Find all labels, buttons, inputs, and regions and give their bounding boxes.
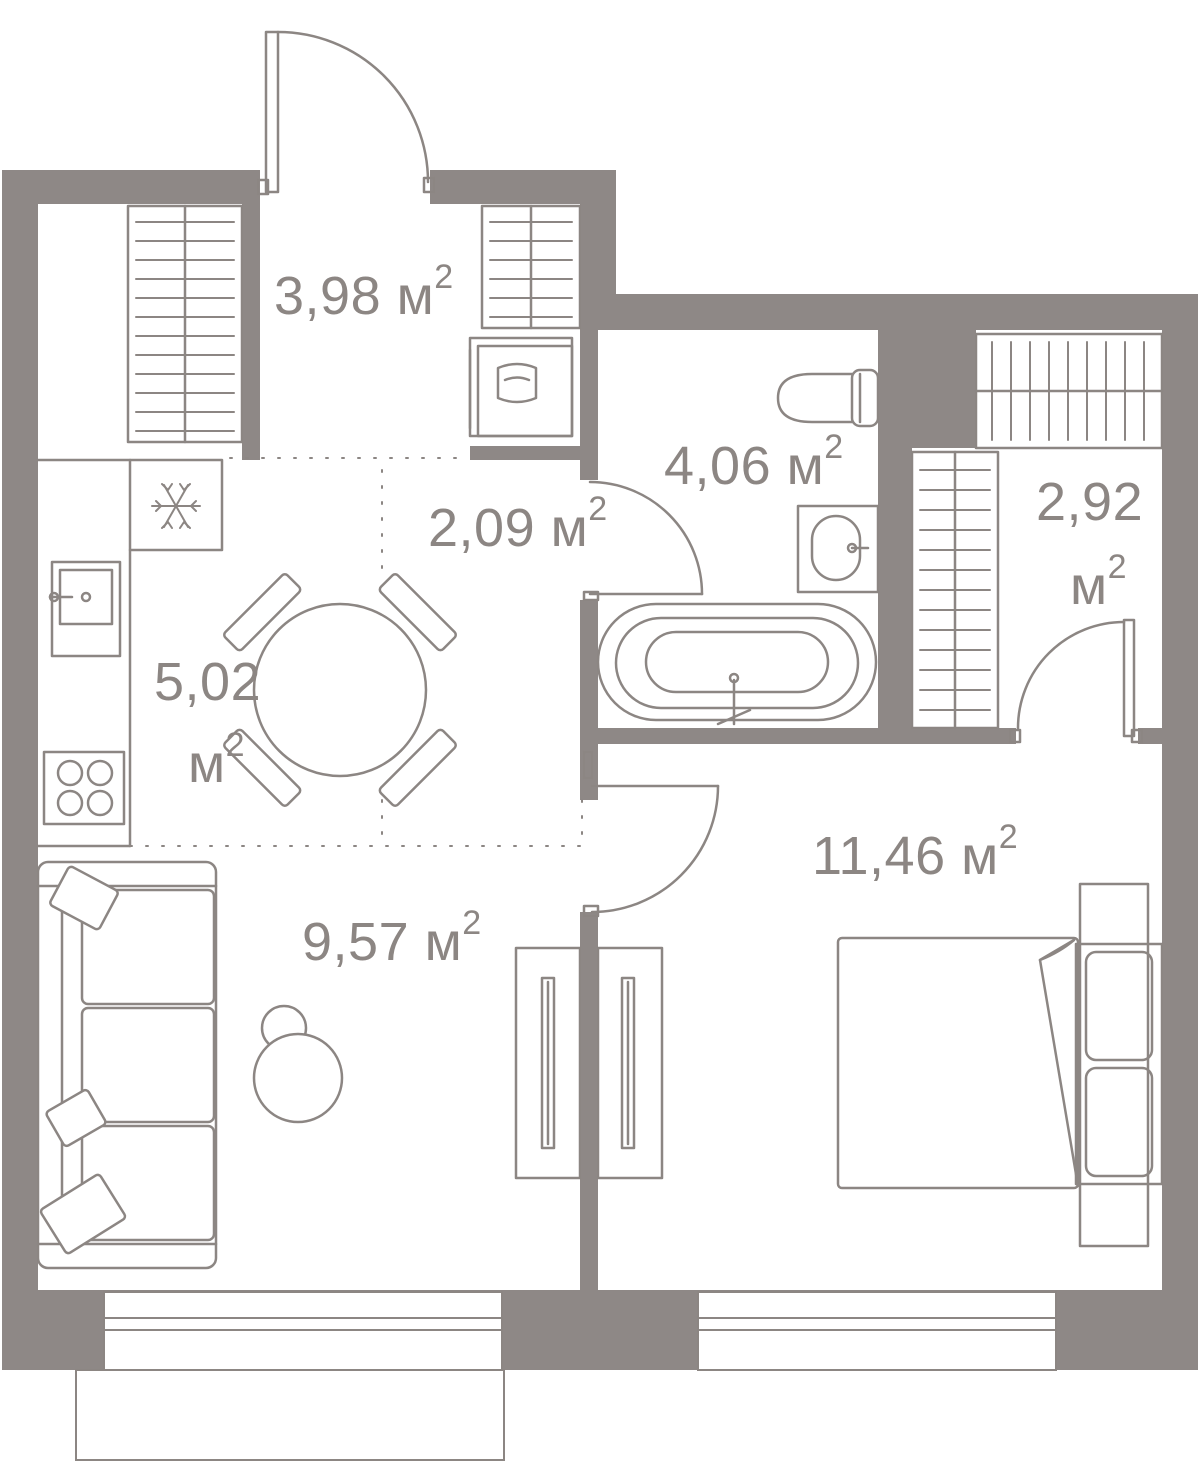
room-area-wardrobe: 2,92 [1036,472,1143,532]
fixtures [36,30,1164,1270]
wall-bath-right [878,330,912,730]
zone-outline [129,457,583,847]
door-icon [582,750,720,918]
room-area-wardrobe-unit: м2 [1070,548,1127,616]
sink-icon [796,504,880,594]
wall-central-a [580,600,598,800]
wall-top-left [2,170,260,204]
balcony-icon [75,1369,505,1461]
pillow-icon [49,865,119,931]
window-icon [697,1291,1057,1371]
bathtub-icon [596,602,878,726]
room-area-kitchen: 5,02 [154,652,261,712]
wardrobe-icon [910,450,1000,730]
wardrobe-icon [126,204,244,444]
window-icon [103,1291,503,1371]
walls [2,170,1198,1370]
pillow-icon [45,1088,107,1148]
fridge-snowflake-icon [128,458,224,552]
stove-icon [42,750,126,826]
door-icon [582,480,704,602]
wall-top-right [580,294,1198,330]
tv-stand-icon [514,946,582,1180]
wall-wardrobe-top [912,330,976,448]
room-area-kitchen-unit: м2 [188,726,245,794]
wall-left [2,170,38,1370]
entrance-door-icon [256,30,436,196]
wall-central-b [580,912,598,1292]
wardrobe-icon [480,204,582,330]
wall-hall-bath [580,330,598,480]
wall-bath-bottom [598,728,1016,744]
room-area-corridor: 2,09 м2 [428,490,608,558]
area-labels: 3,98 м2 4,06 м2 2,09 м2 2,92 м2 5,02 м2 … [154,258,1143,972]
room-area-hallway: 3,98 м2 [274,258,454,326]
wall-right [1162,294,1198,1370]
kitchen-sink-icon [48,560,122,658]
room-area-living: 9,57 м2 [302,904,482,972]
toilet-icon [776,368,880,428]
pouf-icon [252,1004,344,1124]
door-icon [1008,618,1144,744]
wardrobe-icon [974,332,1164,450]
tv-stand-icon [596,946,664,1180]
room-area-bedroom: 11,46 м2 [812,818,1018,886]
bed-icon [836,882,1164,1248]
windows [103,1291,1057,1371]
washing-machine-icon [468,336,574,438]
wall-hall-bottom [470,446,598,460]
kitchen-counter [36,458,132,848]
pillow-icon [39,1173,127,1255]
wall-wardrobe-bottom [1138,728,1162,744]
room-area-bathroom: 4,06 м2 [664,428,844,496]
wall-hall-left [242,170,260,460]
dining-table-icon [223,573,457,807]
